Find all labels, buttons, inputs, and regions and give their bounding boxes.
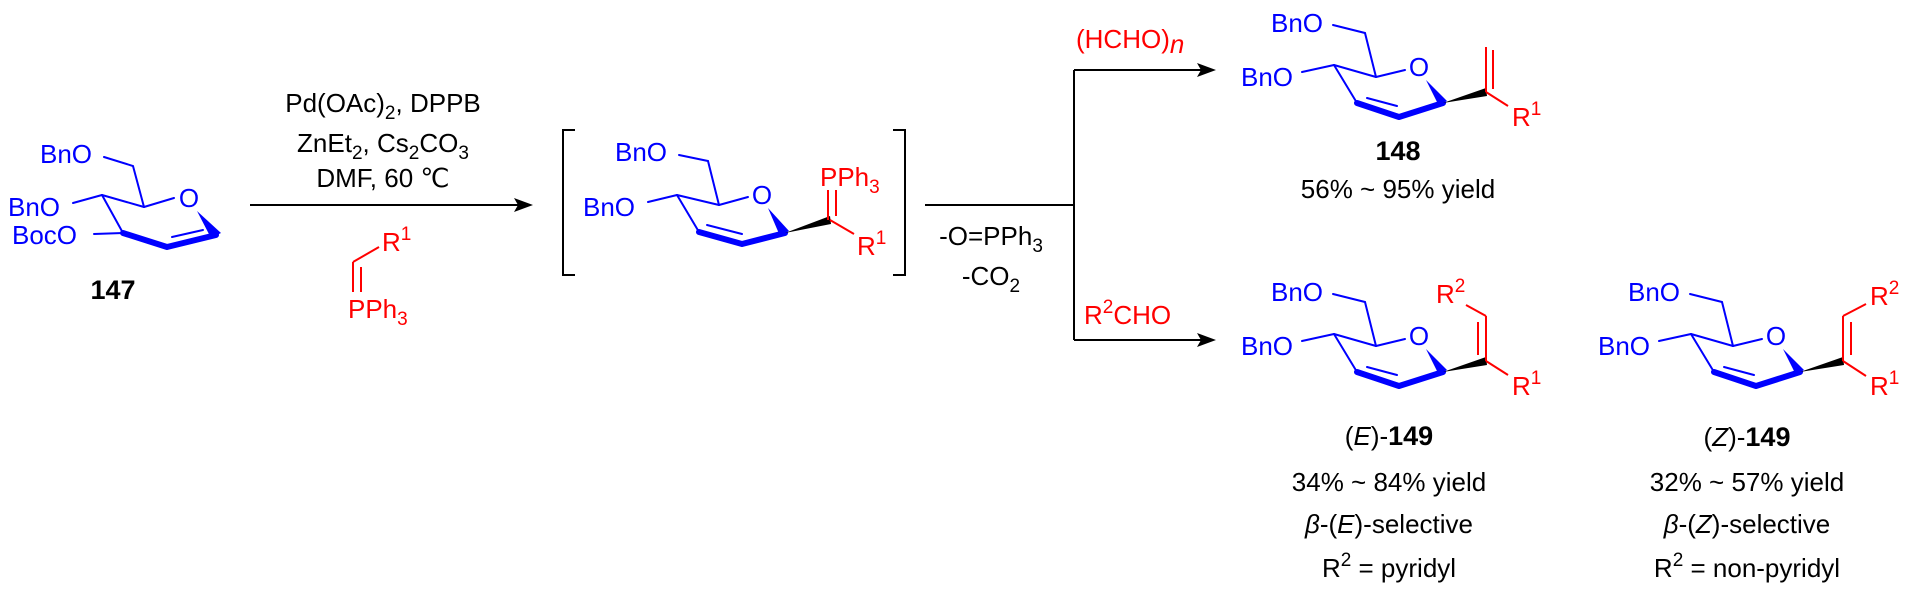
r2-label: R2: [1436, 276, 1465, 309]
step2-branched-arrow: [925, 63, 1216, 347]
compound-e-149: R2 R1 (E)-149 34% ~ 84% yield β-(E)-sele…: [1241, 276, 1541, 583]
r1-label: R1: [1870, 368, 1899, 401]
right-bracket: [893, 129, 906, 276]
bno-4-label: BnO: [583, 192, 635, 222]
bno-6-label: BnO: [615, 137, 667, 167]
pph3-label: PPh3: [348, 294, 408, 330]
yield-e-149: 34% ~ 84% yield: [1292, 467, 1486, 497]
compound-number-148: 148: [1375, 136, 1420, 166]
byproduct-phosphine-oxide: -O=PPh3: [939, 221, 1043, 257]
r2-scope-e-149: R2 = pyridyl: [1322, 550, 1456, 583]
reagent-aldehyde: R2CHO: [1084, 297, 1171, 330]
ylide-reagent: R1 PPh3: [348, 224, 411, 330]
r2-label: R2: [1870, 278, 1899, 311]
byproduct-co2: -CO2: [962, 261, 1020, 297]
left-bracket: [562, 129, 575, 276]
arrowhead-icon: [514, 198, 533, 212]
reagent-paraformaldehyde: (HCHO)n: [1076, 24, 1184, 59]
selectivity-z-149: β-(Z)-selective: [1663, 509, 1831, 539]
ring-oxygen-label: O: [752, 180, 772, 210]
boco-label: BocO: [12, 220, 77, 250]
r2-scope-z-149: R2 = non-pyridyl: [1654, 550, 1840, 583]
condition-solvent-temperature: DMF, 60 ℃: [316, 163, 449, 193]
arrowhead-icon: [1197, 333, 1216, 347]
yield-z-149: 32% ~ 57% yield: [1650, 467, 1844, 497]
compound-148: R1 148 56% ~ 95% yield: [1241, 8, 1541, 204]
arrowhead-icon: [1197, 63, 1216, 77]
pph3-label: PPh3: [820, 162, 880, 198]
bno-6-label: BnO: [40, 139, 92, 169]
condition-additives: ZnEt2, Cs2CO3: [297, 128, 469, 164]
r1-label: R1: [382, 224, 411, 257]
ring-oxygen-label: O: [179, 183, 199, 213]
yield-148: 56% ~ 95% yield: [1301, 174, 1495, 204]
compound-number-z-149: (Z)-149: [1704, 422, 1791, 452]
compound-z-149: R2 R1 (Z)-149 32% ~ 57% yield β-(Z)-sele…: [1598, 277, 1899, 583]
compound-147: BnO O BnO BocO 147: [8, 139, 221, 305]
compound-number-147: 147: [90, 275, 135, 305]
step1-arrow: [250, 198, 533, 212]
compound-number-e-149: (E)-149: [1345, 421, 1433, 451]
r1-label: R1: [857, 228, 886, 261]
selectivity-e-149: β-(E)-selective: [1304, 509, 1473, 539]
condition-catalyst: Pd(OAc)2, DPPB: [285, 88, 481, 124]
r1-label: R1: [1512, 368, 1541, 401]
bno-4-label: BnO: [8, 192, 60, 222]
r1-label: R1: [1512, 99, 1541, 132]
intermediate-ylide: BnO O BnO PPh3 R1: [562, 129, 906, 276]
